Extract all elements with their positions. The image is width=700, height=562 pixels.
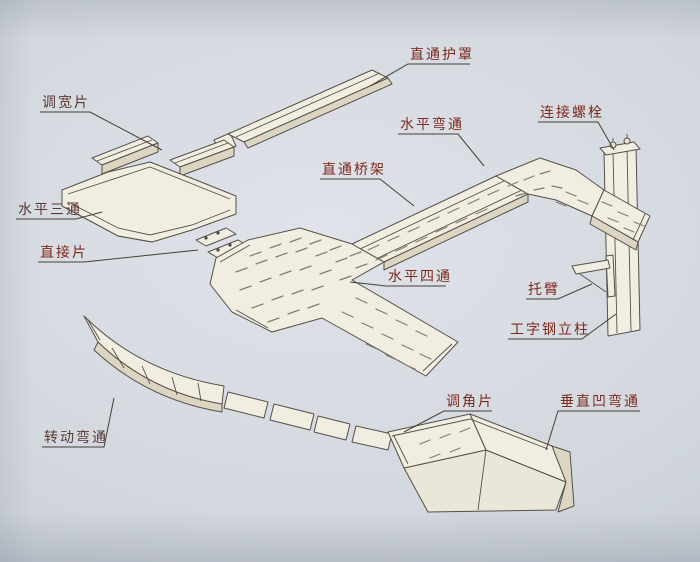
label-width-piece-text: 调宽片 [42, 94, 90, 111]
label-connecting-bolt: 连接螺栓 [538, 104, 615, 151]
label-angle-piece: 调角片 [403, 394, 494, 433]
label-direct-piece: 直接片 [38, 244, 199, 263]
leader-line [545, 410, 640, 451]
label-i-beam-column-text: 工字钢立柱 [510, 322, 590, 338]
leader-line [508, 313, 617, 340]
rotating-elbow-part [83, 315, 225, 413]
label-straight-tray-text: 直通桥架 [322, 161, 386, 178]
vertical-concave-elbow-part [387, 413, 575, 513]
angle-piece-segments [223, 391, 393, 451]
label-i-beam-column: 工字钢立柱 [508, 313, 617, 340]
bracket-arm-part [571, 254, 616, 298]
labels: 直通护罩 调宽片 水平弯通 连接螺栓 直通桥架 水平三通 直接片 [16, 46, 640, 451]
horizontal-elbow-part [495, 157, 651, 251]
horizontal-cross-part [209, 227, 459, 377]
label-width-piece: 调宽片 [40, 94, 163, 151]
label-vertical-elbow-text: 垂直凹弯通 [560, 393, 640, 410]
direct-connector-plates [195, 227, 249, 259]
label-straight-tray: 直通桥架 [320, 161, 415, 207]
leader-line [538, 121, 615, 151]
leader-line [38, 249, 199, 263]
leader-line [16, 211, 103, 220]
label-rotating-elbow-text: 转动弯通 [44, 429, 108, 446]
label-bracket-arm-text: 托臂 [528, 282, 560, 298]
label-angle-piece-text: 调角片 [446, 394, 494, 410]
label-horizontal-cross: 水平四通 [349, 269, 452, 287]
label-bracket-arm: 托臂 [526, 282, 593, 300]
label-direct-piece-text: 直接片 [40, 244, 88, 261]
straight-tray-part [351, 175, 529, 271]
leader-line [369, 63, 470, 87]
label-connecting-bolt-text: 连接螺栓 [540, 104, 604, 121]
horizontal-tee-part [61, 161, 237, 243]
label-rotating-elbow: 转动弯通 [42, 397, 115, 448]
leader-line [42, 397, 115, 448]
leader-line [398, 133, 485, 167]
label-straight-cover: 直通护罩 [369, 46, 474, 87]
label-horizontal-cross-text: 水平四通 [388, 269, 452, 285]
leader-line [349, 281, 446, 287]
label-straight-cover-text: 直通护罩 [410, 46, 474, 63]
leader-line [403, 410, 492, 433]
label-vertical-elbow: 垂直凹弯通 [545, 393, 640, 451]
straight-cover-part [213, 69, 393, 154]
label-horizontal-elbow-text: 水平弯通 [400, 116, 464, 133]
leader-line [526, 283, 593, 300]
label-horizontal-tee: 水平三通 [16, 202, 103, 220]
label-horizontal-tee-text: 水平三通 [18, 202, 82, 218]
leader-line [320, 178, 415, 207]
width-adjust-piece-parts [91, 135, 235, 177]
label-horizontal-elbow: 水平弯通 [398, 116, 485, 167]
leader-line [40, 111, 163, 151]
